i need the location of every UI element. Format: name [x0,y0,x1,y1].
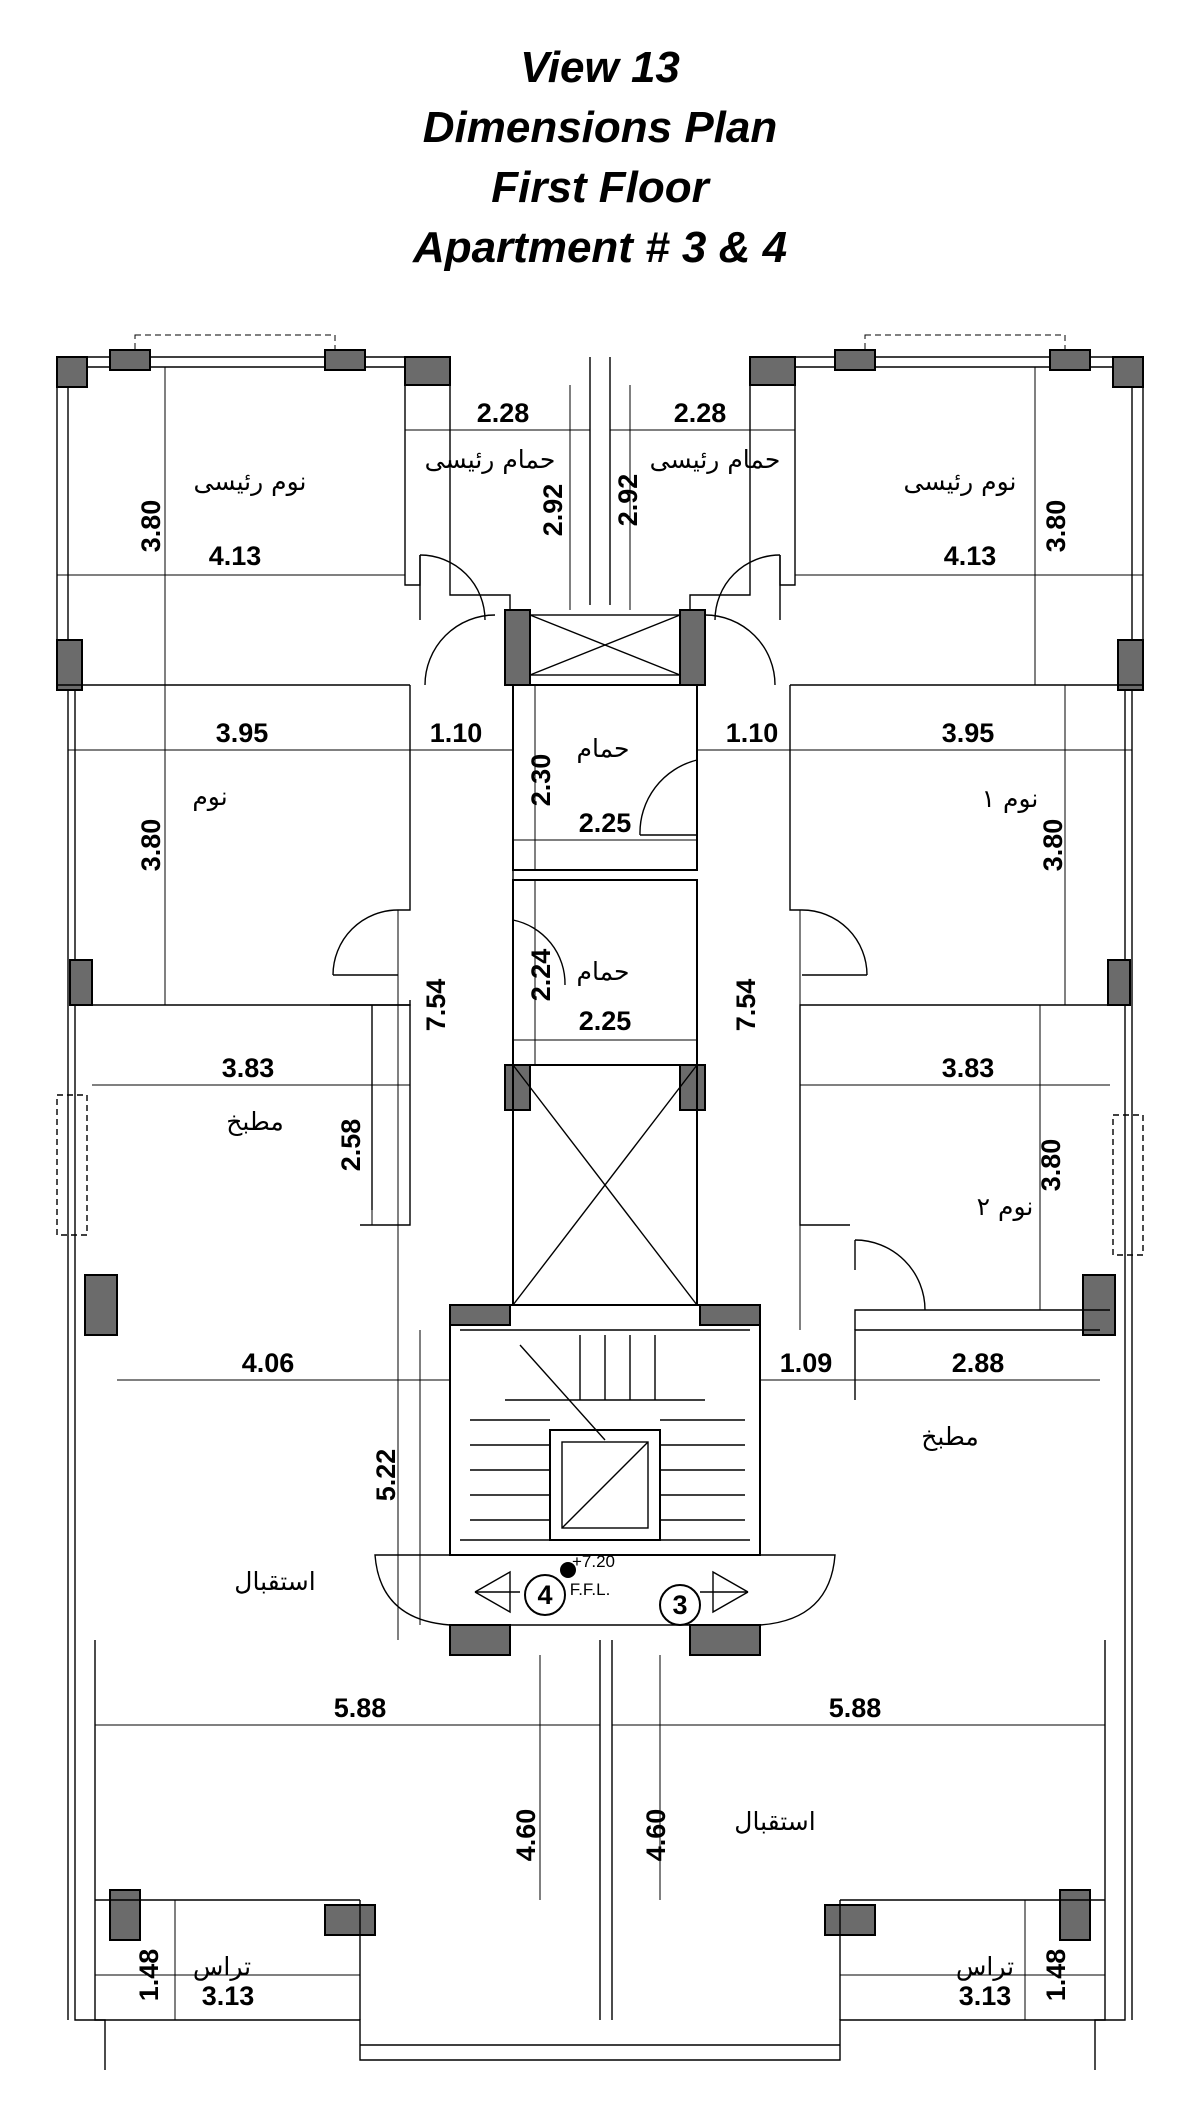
dim-bedroom-left-width: 3.95 [216,718,269,748]
dim-corridor-right-height: 7.54 [731,979,761,1032]
dim-bath-lower-height: 2.24 [526,949,556,1002]
room-kitchen-left: مطبخ [226,1107,284,1137]
dim-reception-left-2-width: 5.88 [334,1693,387,1723]
room-bedroom-2-right: نوم ٢ [977,1192,1034,1221]
dim-terrace-left-height: 1.48 [134,1949,164,2002]
room-labels: نوم رئيسى حمام رئيسى حمام رئيسى نوم رئيس… [192,445,1038,1981]
title-floor: First Floor [491,163,709,212]
dim-corridor-right-width: 1.10 [726,718,779,748]
dim-bedroom-1-right-height: 3.80 [1038,819,1068,872]
dim-corridor-left-width: 1.10 [430,718,483,748]
ffl-label: F.F.L. [570,1580,611,1599]
dim-reception-right-height: 4.60 [641,1809,671,1862]
dim-terrace-right-width: 3.13 [959,1981,1012,2011]
dim-reception-left-2-height: 4.60 [511,1809,541,1862]
room-reception-right: استقبال [734,1807,815,1836]
dim-master-bath-right-height: 2.92 [613,474,643,527]
dim-bath-lower-width: 2.25 [579,1006,632,1036]
dim-master-bedroom-right-width: 4.13 [944,541,997,571]
dim-corridor-right-2-width: 1.09 [780,1348,833,1378]
dim-reception-left-width: 4.06 [242,1348,295,1378]
room-bath-lower: حمام [576,957,629,986]
room-kitchen-right: مطبخ [921,1422,979,1452]
dim-bedroom-2-right-width: 3.83 [942,1053,995,1083]
dim-reception-right-width: 5.88 [829,1693,882,1723]
dim-terrace-left-width: 3.13 [202,1981,255,2011]
inner-walls [57,357,1143,2020]
floor-level: +7.20 [572,1552,615,1571]
columns [56,349,1144,1941]
dim-master-bedroom-left-height: 3.80 [136,500,166,553]
title-plan-type: Dimensions Plan [422,103,778,152]
title-apartments: Apartment # 3 & 4 [412,223,788,272]
doors [332,554,926,1311]
dim-master-bedroom-right-height: 3.80 [1041,500,1071,553]
apartment-3-marker: 3 [672,1590,687,1620]
dim-bedroom-left-height: 3.80 [136,819,166,872]
dim-kitchen-right-width: 2.88 [952,1348,1005,1378]
dim-master-bath-right-width: 2.28 [674,398,727,428]
dim-corridor-left-height: 7.54 [421,979,451,1032]
dimension-labels: 3.80 4.13 2.28 2.92 2.28 2.92 4.13 3.80 … [134,398,1071,2011]
dim-bath-upper-width: 2.25 [579,808,632,838]
dim-master-bath-left-width: 2.28 [477,398,530,428]
dim-bedroom-1-right-width: 3.95 [942,718,995,748]
apartment-4-marker: 4 [537,1580,552,1610]
room-bedroom-1-right: نوم ١ [982,784,1039,813]
stair-labels: +7.20 F.F.L. 4 3 [537,1552,687,1620]
room-master-bedroom-left: نوم رئيسى [193,467,306,496]
dim-master-bath-left-height: 2.92 [538,484,568,537]
staircase [374,1329,836,1626]
title-block: View 13 Dimensions Plan First Floor Apar… [0,38,1200,278]
title-view: View 13 [520,43,680,92]
dimension-lines [57,367,1143,2020]
room-reception-left: استقبال [234,1567,315,1596]
room-master-bath-left: حمام رئيسى [425,445,556,474]
dim-terrace-right-height: 1.48 [1041,1949,1071,2002]
dim-kitchen-left-width: 3.83 [222,1053,275,1083]
room-terrace-right: تراس [956,1952,1014,1981]
room-bath-upper: حمام [576,734,629,763]
dim-master-bedroom-left-width: 4.13 [209,541,262,571]
dim-bath-upper-height: 2.30 [526,754,556,807]
dim-bedroom-2-right-height: 3.80 [1036,1139,1066,1192]
dim-reception-left-height: 5.22 [371,1449,401,1502]
dim-kitchen-left-height: 2.58 [336,1119,366,1172]
room-bedroom-left: نوم [192,782,227,811]
room-master-bath-right: حمام رئيسى [650,445,781,474]
room-master-bedroom-right: نوم رئيسى [903,467,1016,496]
room-terrace-left: تراس [193,1952,251,1981]
